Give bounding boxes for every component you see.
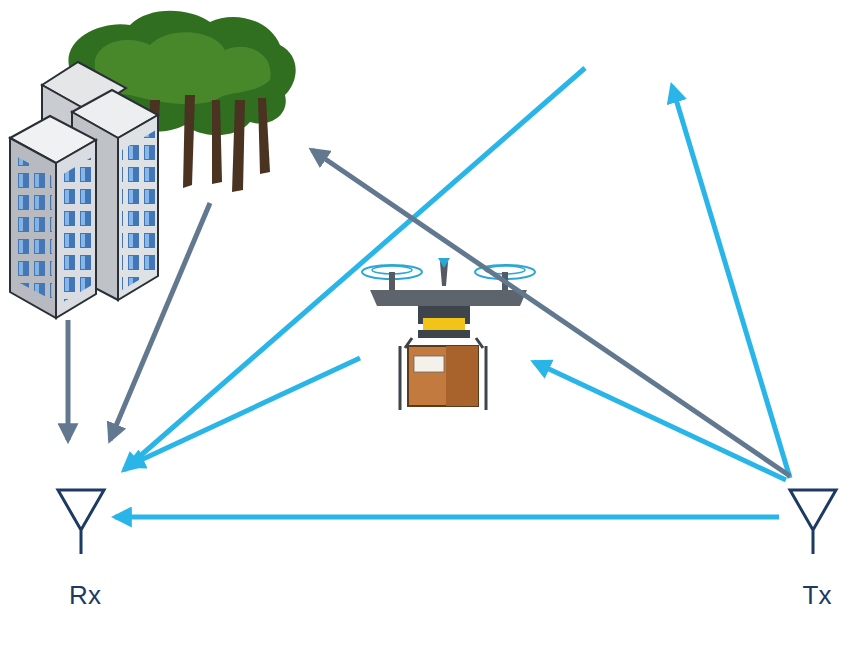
antenna-node: Rx (41, 484, 129, 611)
antenna-symbol (41, 484, 121, 554)
buildings (10, 62, 158, 318)
multipath-arrows (68, 68, 790, 480)
direct-path-arrow (115, 515, 779, 520)
antenna-node: Tx (773, 484, 861, 611)
antenna-symbol (773, 484, 853, 554)
drone (362, 258, 535, 410)
antenna-label: Rx (41, 580, 129, 611)
antenna-label: Tx (773, 580, 861, 611)
